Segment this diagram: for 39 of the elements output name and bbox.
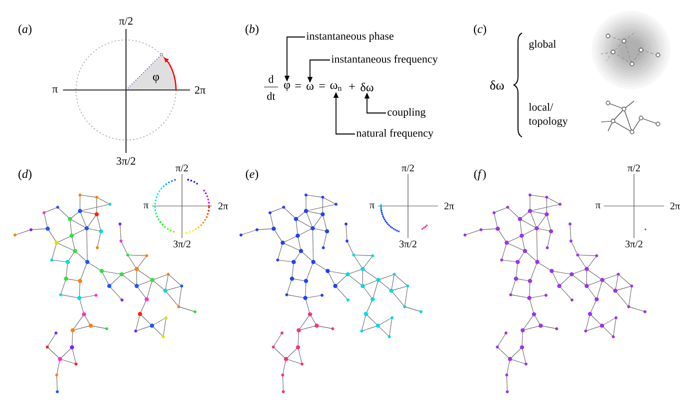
- annotation-label: instantaneous phase: [306, 32, 394, 42]
- equals-sign: =: [295, 84, 301, 88]
- term-label: global: [529, 40, 556, 50]
- coupling-symbol: δω: [490, 80, 504, 90]
- axis-label: 2π: [444, 202, 454, 210]
- axis-label: 2π: [670, 202, 680, 210]
- annotation-label: instantaneous frequency: [331, 54, 438, 66]
- panel-label: (e): [246, 170, 258, 180]
- axis-label: π/2: [628, 164, 640, 172]
- equals-sign: =: [319, 84, 325, 88]
- formula-term: ω$_{n}$: [330, 83, 342, 91]
- angle-symbol: φ: [153, 74, 159, 84]
- panel-label: (f): [474, 170, 486, 180]
- axis-label: π/2: [119, 17, 132, 25]
- axis-label: π: [370, 204, 374, 208]
- formula-term: φ: [284, 82, 290, 92]
- axis-label: π/2: [176, 164, 188, 172]
- axis-label: π/2: [402, 164, 414, 172]
- axis-label: 3π/2: [116, 157, 136, 165]
- formula-term: ω: [306, 84, 314, 90]
- panel-label: (b): [246, 24, 258, 36]
- axis-label: 2π: [194, 86, 206, 94]
- panel-label: (d): [18, 170, 32, 180]
- panel-label: (a): [18, 24, 32, 36]
- formula-numerator: d: [268, 75, 274, 83]
- axis-label: π: [596, 204, 600, 208]
- axis-label: 3π/2: [174, 240, 190, 248]
- axis-label: π: [52, 87, 58, 93]
- axis-label: 2π: [218, 202, 228, 210]
- annotation-label: coupling: [388, 108, 426, 118]
- formula-denominator: dt: [267, 92, 276, 100]
- axis-label: 3π/2: [400, 240, 416, 248]
- term-label: local/ topology: [528, 103, 568, 127]
- annotation-label: natural frequency: [356, 128, 434, 140]
- panel-label: (c): [474, 24, 486, 36]
- axis-label: π: [144, 204, 148, 208]
- formula-term: δω: [360, 82, 374, 92]
- axis-label: 3π/2: [626, 240, 642, 248]
- plus-sign: +: [349, 84, 355, 90]
